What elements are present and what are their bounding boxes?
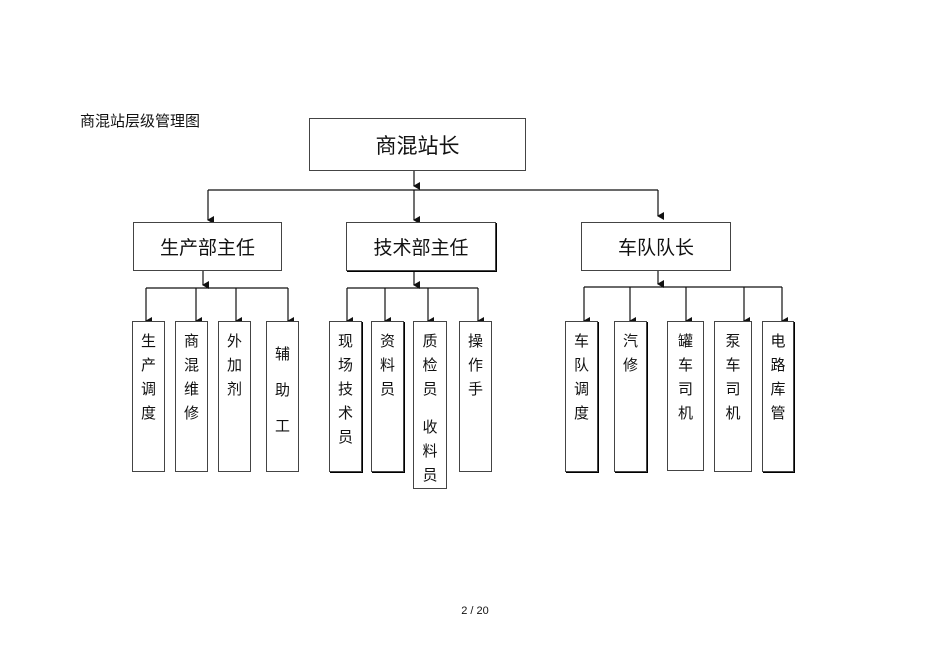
leaf-node-site-technician: 现场技术员	[329, 321, 362, 472]
leaf-label: 汽修	[623, 332, 639, 374]
leaf-node-operator: 操作手	[459, 321, 492, 472]
leaf-label: 外加剂	[227, 332, 243, 398]
leaf-label-receiving: 收料员	[422, 418, 438, 484]
manager-label: 车队队长	[617, 237, 694, 259]
leaf-label: 辅助工	[275, 345, 291, 435]
leaf-label: 资料员	[380, 332, 396, 398]
leaf-node-fleet-dispatch: 车队调度	[565, 321, 598, 472]
leaf-node-records-clerk: 资料员	[371, 321, 404, 472]
leaf-label: 车队调度	[574, 332, 590, 422]
diagram-heading: 商混站层级管理图	[80, 112, 201, 130]
page-number: 2 / 20	[461, 605, 489, 617]
manager-node-technical: 技术部主任	[346, 222, 496, 271]
manager-label: 技术部主任	[373, 237, 469, 259]
leaf-node-production-dispatch: 生产调度	[132, 321, 165, 472]
leaf-node-electrical-storekeeper: 电路库管	[762, 321, 794, 472]
leaf-node-assistant-worker: 辅助工	[266, 321, 299, 472]
leaf-node-mixer-driver: 罐车司机	[667, 321, 704, 471]
root-node-station-head: 商混站长	[309, 118, 526, 171]
manager-node-fleet: 车队队长	[581, 222, 731, 271]
leaf-label: 操作手	[468, 332, 484, 398]
leaf-node-admixture: 外加剂	[218, 321, 251, 472]
leaf-label-qc: 质检员	[422, 332, 438, 398]
leaf-node-qc-receiving: 质检员 收料员	[413, 321, 447, 489]
manager-label: 生产部主任	[159, 237, 255, 259]
leaf-label: 现场技术员	[338, 332, 354, 446]
leaf-node-concrete-maintenance: 商混维修	[175, 321, 208, 472]
leaf-label: 电路库管	[770, 332, 786, 422]
root-node-label: 商混站长	[375, 133, 460, 158]
leaf-label: 罐车司机	[678, 332, 694, 422]
manager-node-production: 生产部主任	[133, 222, 282, 271]
leaf-node-pump-driver: 泵车司机	[714, 321, 752, 472]
leaf-label: 商混维修	[184, 332, 200, 422]
leaf-label: 生产调度	[141, 332, 157, 422]
leaf-node-auto-repair: 汽修	[614, 321, 647, 472]
leaf-label: 泵车司机	[725, 332, 741, 422]
